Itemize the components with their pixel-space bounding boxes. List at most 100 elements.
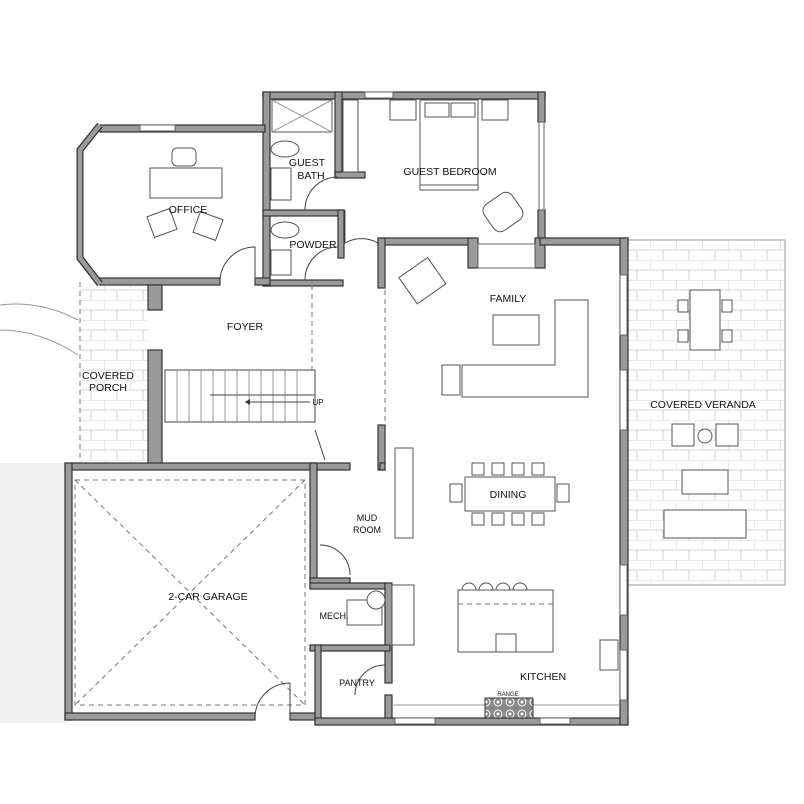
window — [139, 124, 176, 132]
label-office: OFFICE — [169, 204, 208, 216]
plan-element — [344, 210, 379, 244]
label-covered-veranda: COVERED VERANDA — [650, 399, 756, 411]
guest-bedroom-furniture — [389, 99, 524, 233]
plan-element — [461, 299, 589, 398]
plan-element — [254, 682, 291, 719]
label-guest-bedroom: GUEST BEDROOM — [403, 166, 496, 178]
plan-element — [511, 512, 525, 526]
plan-element — [697, 428, 713, 444]
label-foyer: FOYER — [227, 321, 264, 333]
wall — [379, 462, 386, 471]
plan-element — [471, 512, 485, 526]
wall — [99, 124, 266, 133]
plan-element — [391, 584, 415, 646]
plan-element — [366, 590, 386, 610]
outdoor-seating — [663, 423, 747, 539]
plan-element — [481, 99, 509, 121]
wall — [384, 582, 393, 684]
wall — [262, 91, 546, 100]
doors — [219, 176, 386, 719]
wall — [314, 644, 322, 726]
plan-element — [419, 184, 479, 191]
plan-element — [556, 483, 570, 503]
range — [484, 697, 534, 719]
dining-set — [394, 447, 570, 539]
label-dining: DINING — [490, 489, 527, 501]
plan-element — [270, 221, 300, 239]
plan-element — [677, 329, 689, 343]
plan-element — [176, 370, 298, 422]
wall — [619, 237, 629, 726]
window — [619, 649, 628, 701]
label-garage: 2-CAR GARAGE — [168, 591, 247, 603]
label-covered-porch-1: COVERED — [82, 370, 134, 382]
covered-veranda — [626, 239, 786, 586]
room-labels: OFFICE GUEST BATH GUEST BEDROOM POWDER F… — [82, 157, 756, 698]
plan-element — [464, 476, 556, 512]
wall — [309, 582, 386, 590]
wall — [147, 349, 163, 466]
plan-element — [394, 447, 414, 539]
plan-element — [531, 462, 545, 476]
label-covered-porch-2: PORCH — [89, 382, 127, 394]
label-pantry: PANTRY — [339, 678, 375, 688]
kitchen-fixtures — [346, 582, 620, 719]
family-furniture — [398, 256, 589, 398]
window — [619, 369, 628, 431]
plan-element — [721, 299, 733, 313]
plan-element — [389, 99, 417, 121]
wall — [99, 277, 221, 286]
wall — [254, 277, 271, 286]
driveway — [0, 303, 79, 723]
staircase — [164, 285, 386, 425]
plan-element — [304, 246, 339, 281]
wall — [377, 237, 386, 289]
garage-door-lines — [74, 479, 306, 706]
wall — [314, 717, 629, 726]
wall — [262, 209, 344, 217]
label-mech: MECH. — [320, 611, 349, 621]
walls — [64, 91, 629, 726]
plan-element — [314, 429, 326, 461]
window — [619, 564, 628, 616]
label-powder: POWDER — [289, 239, 337, 251]
plan-element — [681, 469, 729, 495]
plan-element — [80, 282, 148, 465]
wall — [384, 694, 393, 721]
plan-element — [721, 329, 733, 343]
office-furniture — [146, 147, 224, 242]
plan-element — [398, 256, 447, 305]
plan-element — [0, 303, 79, 321]
plan-element — [511, 462, 525, 476]
label-guest-bath-2: BATH — [297, 170, 324, 182]
window — [477, 243, 536, 269]
label-kitchen: KITCHEN — [520, 671, 566, 683]
plan-element — [354, 664, 386, 696]
plan-element — [450, 102, 476, 118]
plan-element — [471, 462, 485, 476]
window — [539, 717, 571, 725]
wall — [334, 171, 366, 179]
plan-element — [424, 102, 450, 118]
wall — [64, 462, 316, 471]
window — [364, 91, 394, 99]
label-family: FAMILY — [490, 293, 527, 305]
plan-element — [271, 99, 333, 133]
plan-element — [492, 314, 540, 346]
plan-element — [270, 167, 292, 201]
plan-element — [304, 176, 339, 211]
plan-element — [495, 633, 517, 653]
plan-element — [441, 364, 461, 396]
plan-element — [0, 463, 65, 723]
outdoor-dining-set — [677, 289, 733, 351]
plan-element — [689, 289, 721, 351]
wall — [289, 712, 316, 721]
wall — [262, 279, 344, 287]
plan-element — [491, 512, 505, 526]
wall — [262, 91, 271, 287]
plan-element — [342, 99, 359, 173]
plan-element — [146, 207, 178, 239]
plan-element — [461, 582, 528, 591]
plan-element — [449, 483, 463, 503]
label-mud-room-1: MUD — [357, 513, 378, 523]
